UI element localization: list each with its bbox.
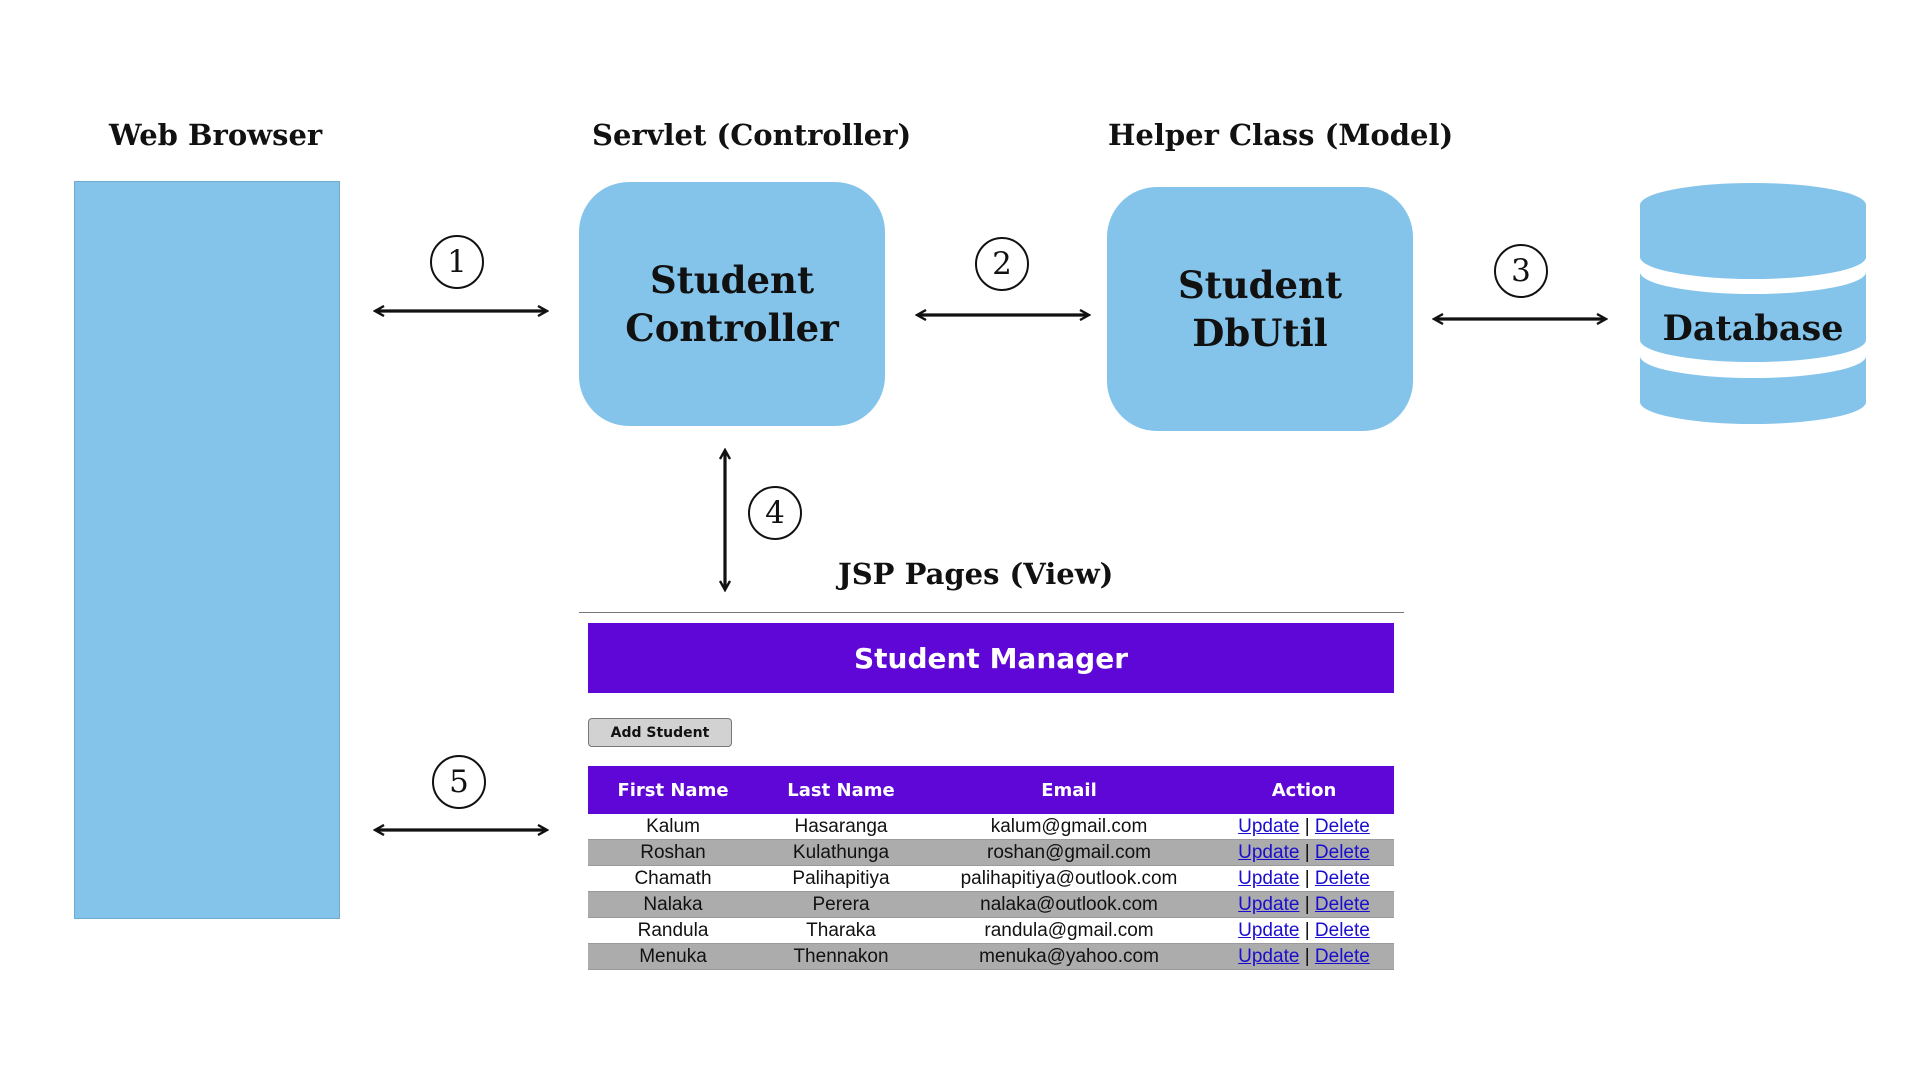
last-name-cell: Tharaka	[758, 917, 924, 944]
student-manager-banner: Student Manager	[588, 623, 1394, 693]
first-name-cell: Roshan	[588, 839, 758, 866]
last-name-cell: Perera	[758, 891, 924, 918]
email-cell: menuka@yahoo.com	[924, 943, 1214, 970]
action-cell: Update | Delete	[1214, 814, 1394, 840]
email-cell: nalaka@outlook.com	[924, 891, 1214, 918]
update-link[interactable]: Update	[1238, 893, 1300, 915]
dbutil-line-1: Student	[1177, 263, 1343, 307]
step-5-badge: 5	[432, 755, 486, 809]
action-cell: Update | Delete	[1214, 839, 1394, 866]
banner-title: Student Manager	[853, 641, 1128, 675]
table-row: Roshan Kulathunga roshan@gmail.com Updat…	[588, 839, 1394, 866]
step-1-badge: 1	[430, 235, 484, 289]
web-browser-panel	[74, 181, 340, 919]
action-separator: |	[1304, 867, 1310, 889]
table-row: Menuka Thennakon menuka@yahoo.com Update…	[588, 943, 1394, 970]
last-name-cell: Palihapitiya	[758, 865, 924, 892]
action-cell: Update | Delete	[1214, 917, 1394, 944]
delete-link[interactable]: Delete	[1314, 841, 1370, 863]
helper-heading: Helper Class (Model)	[1108, 118, 1454, 152]
first-name-cell: Kalum	[588, 814, 758, 840]
email-cell: palihapitiya@outlook.com	[924, 865, 1214, 892]
table-row: Nalaka Perera nalaka@outlook.com Update …	[588, 891, 1394, 918]
students-table: First Name Last Name Email Action Kalum …	[588, 766, 1394, 970]
col-action: Action	[1214, 766, 1394, 814]
database-label: Database	[1662, 308, 1844, 349]
servlet-heading: Servlet (Controller)	[592, 118, 912, 152]
first-name-cell: Menuka	[588, 943, 758, 970]
table-header-row: First Name Last Name Email Action	[588, 766, 1394, 814]
action-separator: |	[1304, 815, 1310, 837]
email-cell: roshan@gmail.com	[924, 839, 1214, 866]
action-separator: |	[1304, 945, 1310, 967]
action-cell: Update | Delete	[1214, 943, 1394, 970]
step-3-badge: 3	[1494, 244, 1548, 298]
database-icon	[1640, 183, 1866, 424]
delete-link[interactable]: Delete	[1314, 945, 1370, 967]
action-separator: |	[1304, 893, 1310, 915]
first-name-cell: Chamath	[588, 865, 758, 892]
update-link[interactable]: Update	[1238, 945, 1300, 967]
action-separator: |	[1304, 919, 1310, 941]
step-4-badge: 4	[748, 486, 802, 540]
student-dbutil-box: Student DbUtil	[1107, 187, 1413, 431]
first-name-cell: Randula	[588, 917, 758, 944]
email-cell: randula@gmail.com	[924, 917, 1214, 944]
controller-line-1: Student	[649, 258, 815, 302]
table-row: Chamath Palihapitiya palihapitiya@outloo…	[588, 865, 1394, 892]
action-separator: |	[1304, 841, 1310, 863]
update-link[interactable]: Update	[1238, 919, 1300, 941]
table-row: Kalum Hasaranga kalum@gmail.com Update |…	[588, 814, 1394, 840]
delete-link[interactable]: Delete	[1314, 919, 1370, 941]
student-controller-box: Student Controller	[579, 182, 885, 426]
web-browser-heading: Web Browser	[109, 118, 323, 152]
last-name-cell: Thennakon	[758, 943, 924, 970]
col-last-name: Last Name	[758, 766, 924, 814]
dbutil-line-2: DbUtil	[1192, 311, 1328, 355]
step-2-badge: 2	[975, 237, 1029, 291]
first-name-cell: Nalaka	[588, 891, 758, 918]
jsp-heading: JSP Pages (View)	[838, 557, 1114, 591]
view-divider	[579, 612, 1404, 613]
col-first-name: First Name	[588, 766, 758, 814]
action-cell: Update | Delete	[1214, 865, 1394, 892]
add-student-button[interactable]: Add Student	[588, 718, 732, 747]
email-cell: kalum@gmail.com	[924, 814, 1214, 840]
update-link[interactable]: Update	[1238, 867, 1300, 889]
action-cell: Update | Delete	[1214, 891, 1394, 918]
delete-link[interactable]: Delete	[1314, 815, 1370, 837]
delete-link[interactable]: Delete	[1314, 867, 1370, 889]
last-name-cell: Kulathunga	[758, 839, 924, 866]
last-name-cell: Hasaranga	[758, 814, 924, 840]
controller-line-2: Controller	[625, 306, 839, 350]
table-row: Randula Tharaka randula@gmail.com Update…	[588, 917, 1394, 944]
update-link[interactable]: Update	[1238, 841, 1300, 863]
delete-link[interactable]: Delete	[1314, 893, 1370, 915]
col-email: Email	[924, 766, 1214, 814]
update-link[interactable]: Update	[1238, 815, 1300, 837]
